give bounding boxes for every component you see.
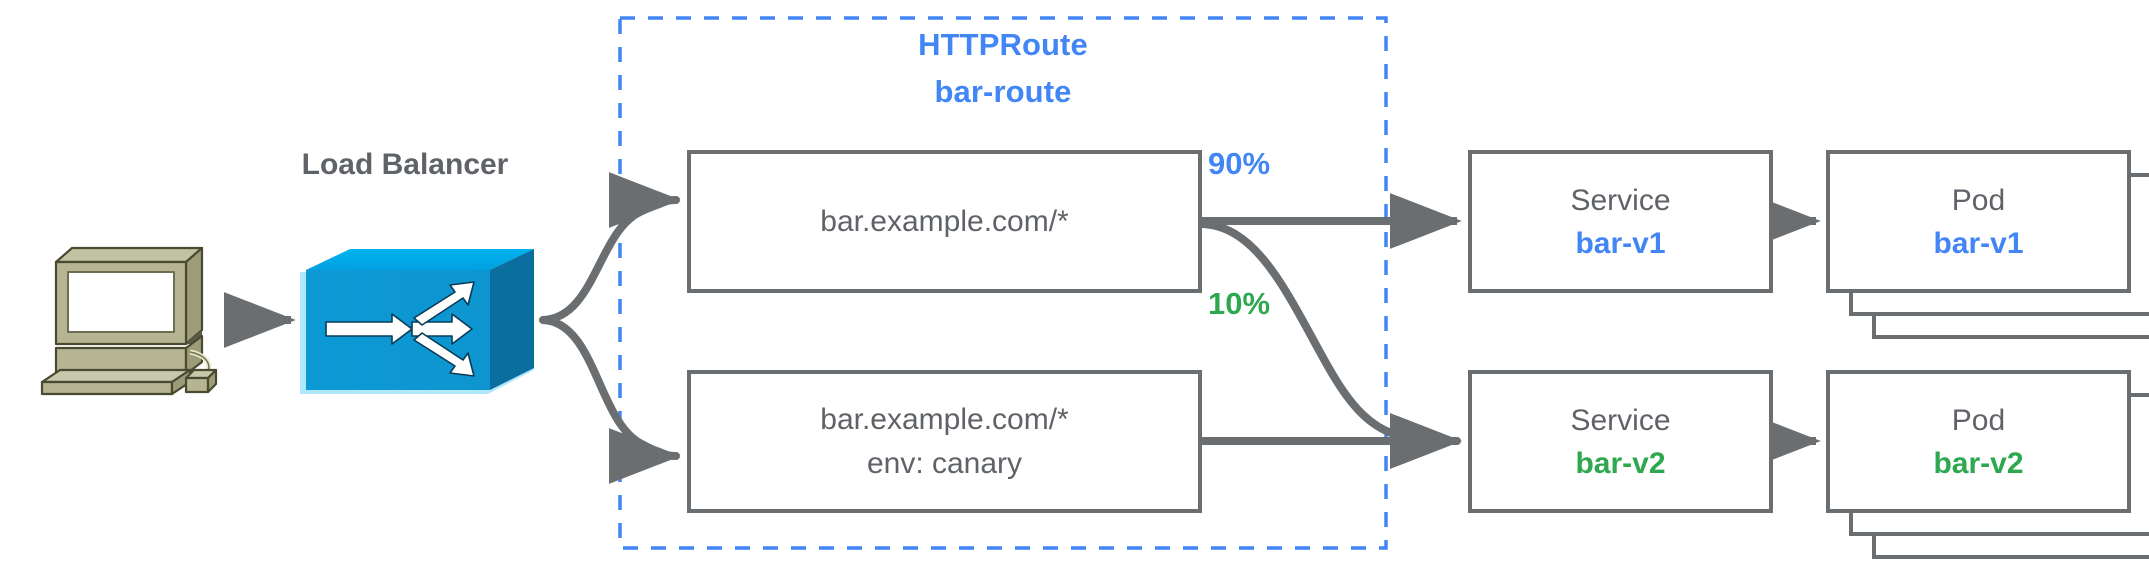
pod-v2-name-label: bar-v2 bbox=[1933, 446, 2024, 480]
service-v2-name-label: bar-v2 bbox=[1575, 446, 1666, 480]
pod-stack-bar-v1[interactable]: Pod bar-v1 bbox=[1826, 150, 2149, 339]
pod-v2-kind-label: Pod bbox=[1951, 403, 2006, 437]
rule-box-bar-example-canary[interactable]: bar.example.com/* env: canary bbox=[687, 370, 1202, 513]
rule-2-match-label: bar.example.com/* bbox=[820, 403, 1069, 436]
service-box-bar-v1[interactable]: Service bar-v1 bbox=[1468, 150, 1773, 293]
rule-box-2-text: bar.example.com/* env: canary bbox=[691, 374, 1198, 509]
pod-stack-bar-v2[interactable]: Pod bar-v2 bbox=[1826, 370, 2149, 559]
rule-1-match-label: bar.example.com/* bbox=[820, 204, 1069, 238]
httproute-boundary-box bbox=[618, 16, 1388, 550]
pod-v1-kind-label: Pod bbox=[1951, 183, 2006, 217]
rule-box-bar-example[interactable]: bar.example.com/* bbox=[687, 150, 1202, 293]
service-v2-kind-label: Service bbox=[1570, 403, 1671, 437]
rule-2-header-label: env: canary bbox=[866, 446, 1023, 480]
load-balancer-switch-icon bbox=[300, 249, 534, 394]
service-v1-name-label: bar-v1 bbox=[1575, 226, 1666, 260]
service-v1-kind-label: Service bbox=[1570, 183, 1671, 217]
connector-lb-to-rule-2 bbox=[539, 316, 681, 484]
pod-card-front-bar-v2[interactable]: Pod bar-v2 bbox=[1826, 370, 2131, 513]
rule-box-1-text: bar.example.com/* bbox=[691, 154, 1198, 289]
pod-v1-name-label: bar-v1 bbox=[1933, 226, 2024, 260]
connector-rule1-to-service-v2-10 bbox=[1198, 220, 1462, 469]
connector-lb-to-rule-1 bbox=[539, 172, 681, 324]
pod-card-front-bar-v1[interactable]: Pod bar-v1 bbox=[1826, 150, 2131, 293]
service-box-bar-v2[interactable]: Service bar-v2 bbox=[1468, 370, 1773, 513]
desktop-computer-icon bbox=[40, 246, 218, 396]
